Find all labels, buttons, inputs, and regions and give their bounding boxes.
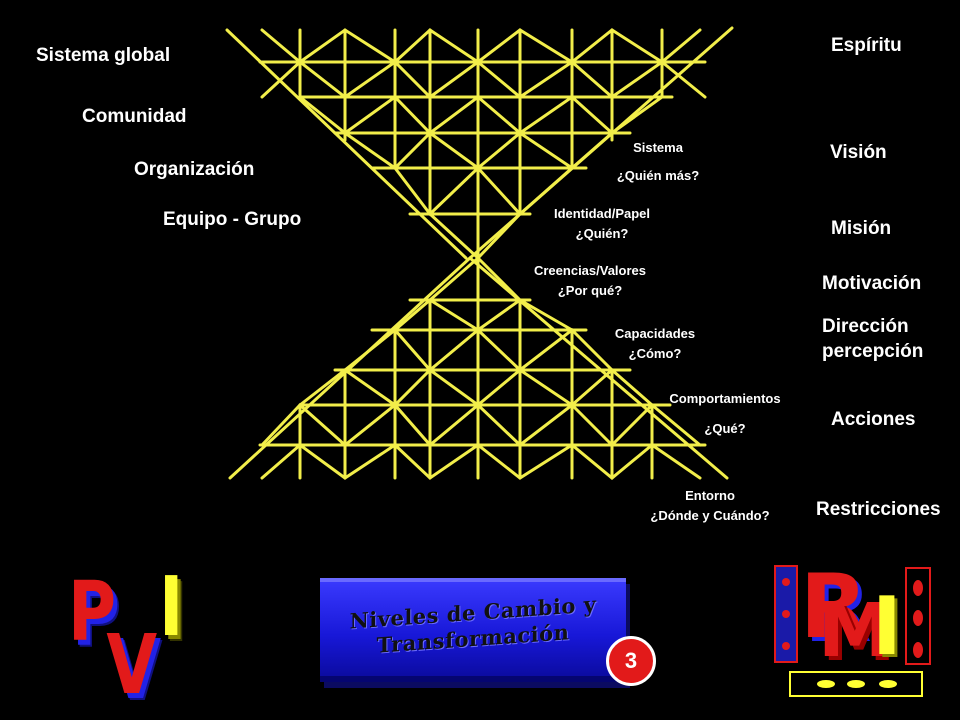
label-motivacion: Motivación [822,273,922,294]
logo-letter-p: P [68,565,117,660]
level-sistema: Sistema ¿Quién más? [598,137,718,187]
logo-letter-m: M [818,588,892,674]
label-sistema-global: Sistema global [36,45,171,66]
level-capacidades: Capacidades ¿Cómo? [585,324,725,364]
logo-letter-i: I [159,560,184,655]
level-title: Comportamientos [669,391,781,406]
level-question: ¿Dónde y Cuándo? [650,508,770,523]
level-title: Entorno [685,488,735,503]
slide-number-badge: 3 [606,636,656,686]
label-comunidad: Comunidad [82,106,187,127]
level-question: ¿Quién más? [616,168,700,183]
label-restricciones: Restricciones [816,499,941,520]
label-percepcion: percepción [822,341,924,362]
label-direccion: Dirección [822,316,909,337]
label-equipo-grupo: Equipo - Grupo [163,209,302,230]
level-question: ¿Qué? [704,421,746,436]
label-organizacion: Organización [134,159,255,180]
level-question: ¿Por qué? [557,283,623,298]
level-entorno: Entorno ¿Dónde y Cuándo? [630,486,790,526]
level-question: ¿Quién? [575,226,629,241]
level-comportamientos: Comportamientos ¿Qué? [650,388,800,440]
label-espiritu: Espíritu [831,35,902,56]
logo-letter-r: R [800,555,868,658]
level-title: Identidad/Papel [553,206,651,221]
label-acciones: Acciones [831,409,916,430]
level-title: Capacidades [614,326,696,341]
level-title: Sistema [633,140,683,155]
lattice-upper [225,26,734,261]
title-plate [320,578,626,682]
level-title: Creencias/Valores [533,263,647,278]
level-question: ¿Cómo? [628,346,682,361]
level-identidad: Identidad/Papel ¿Quién? [522,204,682,244]
logo-letter-v: V [106,618,158,713]
label-vision: Visión [830,142,887,163]
lattice-lower [228,255,729,480]
label-mision: Misión [831,218,892,239]
level-creencias: Creencias/Valores ¿Por qué? [510,261,670,301]
logo-letter-i-small: I [872,580,902,673]
